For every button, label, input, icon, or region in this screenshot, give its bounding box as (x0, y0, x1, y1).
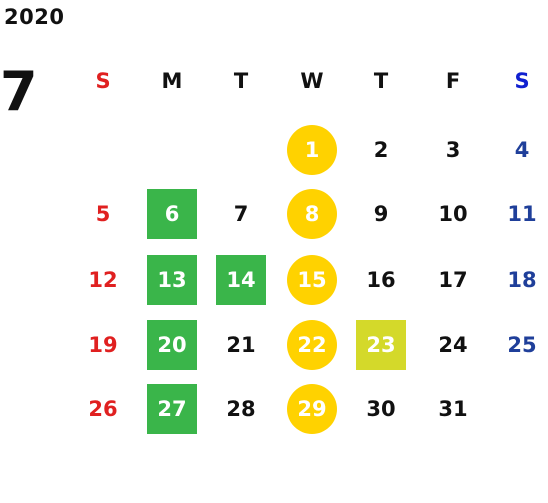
calendar-day-lime[interactable]: 23 (356, 320, 406, 370)
calendar-day-green[interactable]: 13 (147, 255, 197, 305)
calendar-day-yellow[interactable]: 15 (287, 255, 337, 305)
calendar-day[interactable]: 11 (507, 202, 537, 226)
weekday-header: T (373, 69, 389, 93)
calendar-day-green[interactable]: 27 (147, 384, 197, 434)
calendar-day[interactable]: 31 (438, 397, 468, 421)
weekday-header: M (161, 69, 183, 93)
calendar-day-yellow[interactable]: 8 (287, 189, 337, 239)
calendar-day[interactable]: 9 (373, 202, 389, 226)
calendar-day[interactable]: 28 (226, 397, 256, 421)
weekday-header: W (300, 69, 324, 93)
year-label: 2020 (4, 5, 65, 29)
weekday-header: F (445, 69, 461, 93)
calendar-day[interactable]: 26 (88, 397, 118, 421)
calendar-day[interactable]: 25 (507, 333, 537, 357)
weekday-header: T (233, 69, 249, 93)
calendar-day[interactable]: 18 (507, 268, 537, 292)
calendar-day-yellow[interactable]: 22 (287, 320, 337, 370)
calendar-day[interactable]: 7 (233, 202, 249, 226)
calendar-day-green[interactable]: 20 (147, 320, 197, 370)
calendar-day[interactable]: 5 (95, 202, 111, 226)
month-number: 7 (0, 60, 38, 123)
calendar-day[interactable]: 21 (226, 333, 256, 357)
calendar-day-green[interactable]: 6 (147, 189, 197, 239)
calendar-day[interactable]: 12 (88, 268, 118, 292)
calendar-day-green[interactable]: 14 (216, 255, 266, 305)
calendar-day[interactable]: 17 (438, 268, 468, 292)
calendar-day[interactable]: 4 (514, 138, 530, 162)
calendar-day[interactable]: 19 (88, 333, 118, 357)
calendar-day-yellow[interactable]: 29 (287, 384, 337, 434)
weekday-header: S (95, 69, 111, 93)
weekday-header: S (514, 69, 530, 93)
calendar-day[interactable]: 3 (445, 138, 461, 162)
calendar-day-yellow[interactable]: 1 (287, 125, 337, 175)
calendar-day[interactable]: 16 (366, 268, 396, 292)
calendar-day[interactable]: 24 (438, 333, 468, 357)
calendar-day[interactable]: 2 (373, 138, 389, 162)
calendar-day[interactable]: 10 (438, 202, 468, 226)
calendar-day[interactable]: 30 (366, 397, 396, 421)
